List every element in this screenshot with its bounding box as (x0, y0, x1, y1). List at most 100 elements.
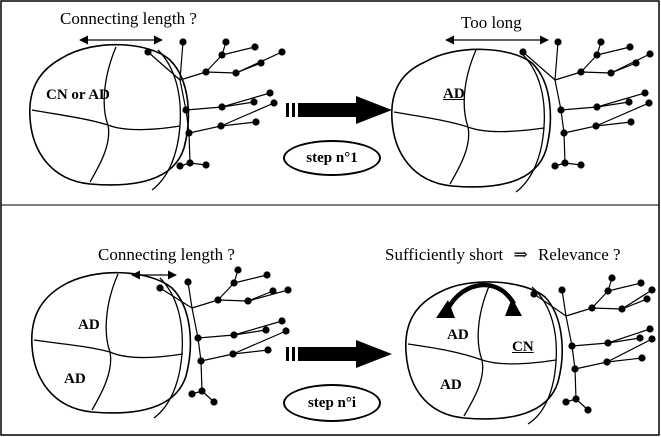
node-dot (229, 350, 237, 358)
node-dot (588, 304, 596, 312)
node-dot (184, 278, 192, 286)
node-dot (222, 38, 230, 46)
node-dot (646, 325, 654, 333)
branching-tree (144, 38, 286, 170)
cell-boundary (107, 124, 181, 131)
node-dot (251, 43, 259, 51)
node-dot (597, 38, 605, 46)
connecting-length-label-bottom: Connecting length ? (98, 245, 235, 264)
node-dot (244, 297, 252, 305)
sufficiently-short-label: Sufficiently short ⇒ Relevance ? (385, 246, 621, 263)
node-dot (202, 161, 210, 169)
node-dot (641, 89, 649, 97)
branching-tree (530, 274, 656, 414)
node-dot (618, 305, 626, 313)
node-dot (558, 286, 566, 294)
node-dot (156, 284, 164, 292)
node-dot (230, 279, 238, 287)
node-dot (188, 390, 196, 398)
node-dot (232, 69, 240, 77)
node-dot (632, 59, 640, 67)
node-dot (176, 162, 184, 170)
node-dot (638, 354, 646, 362)
region-label-cn-or-ad: CN or AD (46, 87, 110, 103)
node-dot (608, 274, 616, 282)
cell-boundary (89, 46, 117, 183)
node-dot (278, 317, 286, 325)
cell-panel-2 (391, 35, 654, 193)
node-dot (263, 271, 271, 279)
relevance-text: Relevance ? (537, 245, 621, 264)
node-dot (643, 295, 651, 303)
region-label-ad-lower: AD (64, 371, 86, 387)
cell-boundary (31, 109, 109, 126)
node-dot (648, 286, 656, 294)
node-dot (625, 98, 633, 106)
node-dot (637, 279, 645, 287)
node-dot (636, 334, 644, 342)
cell-outline (405, 281, 563, 420)
node-dot (645, 99, 653, 107)
cell-boundary (467, 126, 545, 133)
node-dot (646, 50, 654, 58)
cell-outline (391, 48, 552, 188)
cell-boundary (91, 273, 119, 411)
node-dot (577, 161, 585, 169)
step-badge-1: step n°1 (283, 140, 381, 176)
node-dot (210, 398, 218, 406)
node-dot (561, 159, 569, 167)
region-label-ad-lower: AD (440, 377, 462, 393)
node-dot (571, 365, 579, 373)
node-dot (182, 106, 190, 114)
cell-boundary (109, 351, 184, 359)
step-arrow-i (286, 340, 392, 368)
node-dot (607, 69, 615, 77)
cell-panel-1 (29, 35, 286, 191)
node-dot (530, 290, 538, 298)
cell-outline (29, 43, 190, 186)
membrane-arc (515, 51, 546, 193)
swap-arrow (443, 282, 516, 315)
node-dot (144, 48, 152, 56)
cell-panel-4 (405, 274, 656, 425)
node-dot (214, 296, 222, 304)
node-dot (185, 129, 193, 137)
node-dot (557, 106, 565, 114)
swap-arrowhead-left (436, 300, 455, 318)
implies-symbol: ⇒ (513, 245, 528, 264)
node-dot (560, 129, 568, 137)
branching-tree (156, 266, 292, 406)
cell-boundary (393, 111, 469, 128)
node-dot (194, 334, 202, 342)
node-dot (554, 38, 562, 46)
node-dot (197, 357, 205, 365)
cell-boundary (407, 343, 483, 361)
connecting-length-label-top: Connecting length ? (60, 9, 197, 28)
node-dot (519, 48, 527, 56)
node-dot (270, 99, 278, 107)
swap-arrowhead-right (505, 298, 522, 316)
region-label-ad: AD (443, 86, 465, 102)
region-label-ad-upper: AD (447, 327, 469, 343)
membrane-arc (151, 49, 182, 191)
membrane-arc (527, 286, 558, 425)
node-dot (626, 43, 634, 51)
node-dot (257, 59, 265, 67)
node-dot (593, 51, 601, 59)
node-dot (266, 89, 274, 97)
too-long-label: Too long (461, 13, 522, 32)
cell-panel-3 (31, 266, 292, 419)
sufficiently-short-text: Sufficiently short (385, 245, 504, 264)
node-dot (604, 287, 612, 295)
node-dot (230, 331, 238, 339)
node-dot (562, 398, 570, 406)
node-dot (186, 159, 194, 167)
node-dot (592, 122, 600, 130)
node-dot (217, 122, 225, 130)
node-dot (568, 342, 576, 350)
node-dot (262, 326, 270, 334)
cell-boundary (449, 49, 477, 185)
